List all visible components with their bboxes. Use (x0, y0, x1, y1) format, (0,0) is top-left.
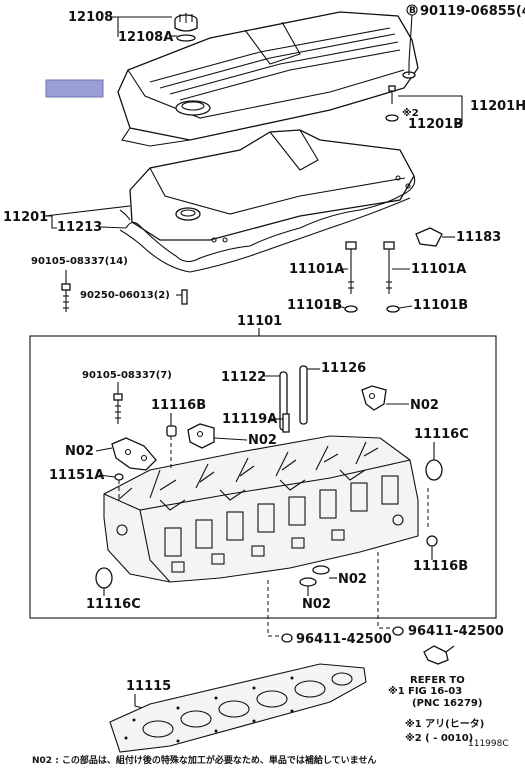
cap-gasket (176, 34, 196, 42)
label-11116c-1[interactable]: 11116C (414, 427, 469, 442)
head-gasket (109, 663, 367, 753)
label-11201b[interactable]: 11201B (408, 117, 463, 132)
label-11116b-2[interactable]: 11116B (413, 559, 468, 574)
cover-bolt (402, 62, 416, 79)
label-11101b-2[interactable]: 11101B (413, 298, 468, 313)
label-96411-2[interactable]: 96411-42500 (408, 624, 504, 639)
part-11151a (114, 473, 124, 481)
label-11151a[interactable]: 11151A (49, 468, 104, 483)
label-90105-7[interactable]: 90105-08337(7) (82, 370, 172, 381)
label-96411-1[interactable]: 96411-42500 (296, 632, 392, 647)
label-11116c-2[interactable]: 11116C (86, 597, 141, 612)
head-cover-assembly (119, 129, 416, 273)
seal-11116b (166, 425, 177, 437)
label-11101b-1[interactable]: 11101B (287, 298, 342, 313)
label-12108[interactable]: 12108 (68, 10, 113, 25)
label-n02-1[interactable]: N02 (410, 398, 439, 413)
label-11183[interactable]: 11183 (456, 230, 501, 245)
cylinder-head-box (29, 335, 497, 619)
label-11115[interactable]: 11115 (126, 679, 171, 694)
dowel-90250 (181, 289, 188, 305)
label-11213[interactable]: 11213 (57, 220, 102, 235)
label-11122[interactable]: 11122 (221, 370, 266, 385)
bracket-n02-b (187, 423, 215, 449)
plug-11116c-right (425, 459, 443, 481)
head-bolt-2 (383, 241, 395, 294)
label-90250[interactable]: 90250-06013(2) (80, 290, 170, 301)
label-11101a-1[interactable]: 11101A (289, 262, 344, 277)
label-11119a[interactable]: 11119A (222, 412, 277, 427)
svg-text:B: B (409, 6, 416, 16)
refer-star: ※1 (388, 685, 405, 697)
cover-bolt-2 (388, 85, 396, 104)
bushing-n02-d (299, 565, 330, 587)
figure-id: 111998C (468, 739, 509, 749)
plug-96411-1 (281, 633, 293, 643)
highlight-callout[interactable] (45, 79, 104, 98)
cylinder-head (103, 435, 419, 583)
refer-line-2[interactable]: FIG 16-03 (408, 686, 462, 697)
oil-filler-cap (174, 13, 198, 32)
label-n02-2[interactable]: N02 (248, 433, 277, 448)
head-bolt-1 (345, 241, 357, 294)
label-n02-3[interactable]: N02 (65, 444, 94, 459)
bracket-n02-a (361, 385, 387, 411)
refer-line-1: REFER TO (410, 675, 465, 686)
footnote-star2: ※2 ( - 0010) (405, 732, 473, 744)
washer-1 (344, 305, 358, 313)
label-90105-14[interactable]: 90105-08337(14) (31, 256, 128, 267)
part-11183 (415, 227, 443, 247)
label-11101a-2[interactable]: 11101A (411, 262, 466, 277)
label-star2: ※2 (402, 107, 419, 119)
head-cover-group (117, 11, 419, 147)
washer-2 (386, 305, 400, 313)
label-n02-4[interactable]: N02 (338, 572, 367, 587)
plug-11119a (282, 413, 290, 433)
plug-11116b-right (426, 535, 438, 547)
rocker-shaft-11126 (299, 365, 308, 425)
footnote-n02: N02 : この部品は、組付け後の特殊な加工が必要なため、単品では補給していませ… (32, 754, 376, 766)
bracket-n02-c (111, 437, 157, 471)
label-90119[interactable]: 90119-06855(4) (420, 4, 525, 19)
label-11126[interactable]: 11126 (321, 361, 366, 376)
bolt-90105 (61, 283, 71, 312)
label-11116b-1[interactable]: 11116B (151, 398, 206, 413)
plug-11116c-left (95, 567, 113, 589)
refer-line-3: (PNC 16279) (412, 698, 482, 709)
footnote-star1: ※1 アリ(ヒータ) (405, 718, 484, 730)
bolt-90105-7 (113, 393, 123, 424)
plug-96411-2 (392, 626, 404, 636)
label-11201[interactable]: 11201 (3, 210, 48, 225)
heater-fitting (423, 645, 455, 665)
label-n02-5[interactable]: N02 (302, 597, 331, 612)
cover-grommet (385, 114, 399, 122)
label-11201h[interactable]: 11201H (470, 99, 525, 114)
label-12108a[interactable]: 12108A (118, 30, 173, 45)
label-11101[interactable]: 11101 (237, 314, 282, 329)
